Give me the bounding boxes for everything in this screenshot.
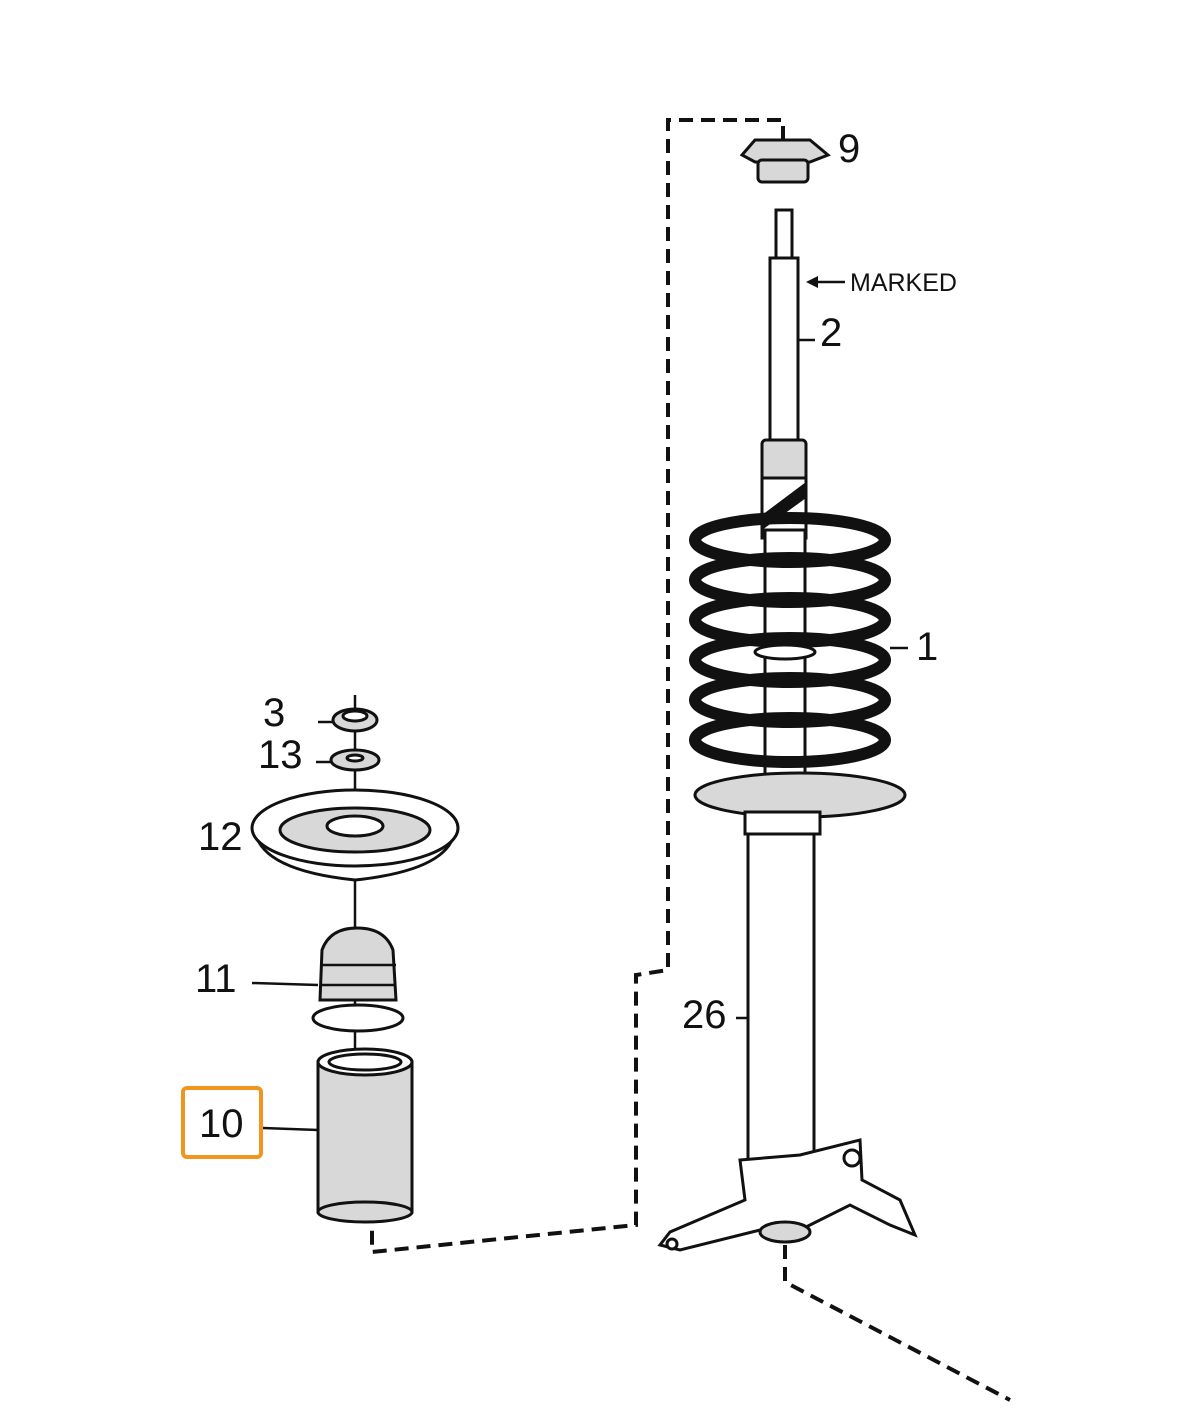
callout-12: 12 [198, 815, 243, 859]
callout-3: 3 [263, 691, 285, 735]
callout-1: 1 [916, 625, 938, 669]
washer-part-13 [329, 748, 381, 772]
marked-note: MARKED [850, 269, 957, 297]
nut-part-3 [331, 707, 379, 733]
callout-13: 13 [258, 733, 303, 777]
callout-2: 2 [820, 311, 842, 355]
callout-9: 9 [838, 127, 860, 171]
strut-tube-part-26 [657, 832, 918, 1252]
callout-10[interactable]: 10 [199, 1102, 244, 1146]
bump-stop-part-11 [311, 926, 405, 1033]
coil-spring-part-1 [689, 512, 907, 836]
top-mount-part-9 [739, 138, 831, 184]
assembly-dashed-line [370, 118, 785, 1255]
protective-tube-part-10 [316, 1047, 414, 1224]
callout-26: 26 [682, 993, 727, 1037]
spring-seat-part-12 [250, 788, 460, 882]
piston-rod-part-2 [760, 208, 808, 540]
highlight-box [181, 1086, 263, 1159]
lower-dashed-line [783, 1245, 1011, 1402]
callout-11: 11 [195, 957, 237, 1001]
